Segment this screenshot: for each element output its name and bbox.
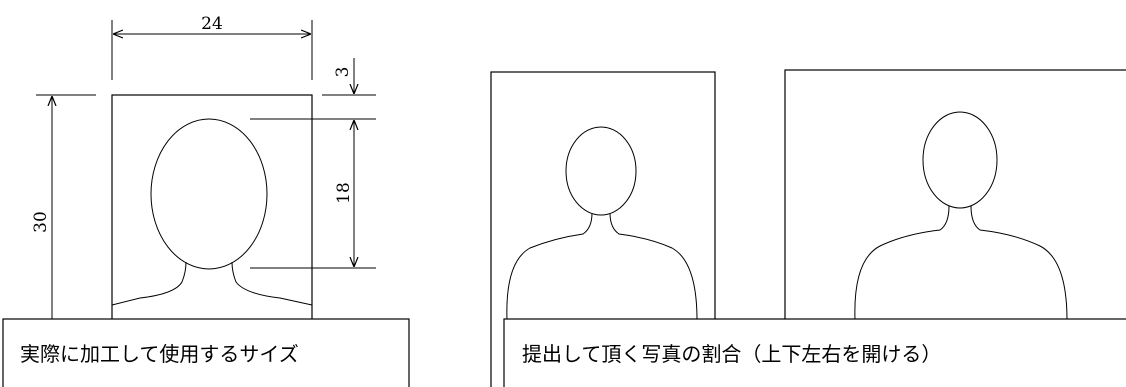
- shoulders-outline: [506, 212, 698, 321]
- caption-left: 実際に加工して使用するサイズ: [20, 342, 299, 366]
- height-label: 30: [31, 211, 51, 233]
- shoulders-outline: [111, 261, 313, 306]
- top-margin-label: 3: [333, 67, 353, 78]
- face-outline: [150, 118, 268, 270]
- caption-right: 提出して頂く写真の割合（上下左右を開ける）: [522, 342, 941, 366]
- caption-box-right: 提出して頂く写真の割合（上下左右を開ける）: [503, 318, 1126, 387]
- shoulders-outline: [854, 205, 1068, 321]
- face-outline: [922, 111, 998, 209]
- caption-box-left: 実際に加工して使用するサイズ: [2, 318, 410, 387]
- face-outline: [565, 126, 637, 216]
- top-margin-dimension: 3: [322, 58, 376, 96]
- width-label: 24: [201, 14, 223, 34]
- face-height-label: 18: [334, 182, 354, 204]
- face-height-dimension: 18: [250, 118, 376, 269]
- width-dimension: 24: [111, 14, 313, 80]
